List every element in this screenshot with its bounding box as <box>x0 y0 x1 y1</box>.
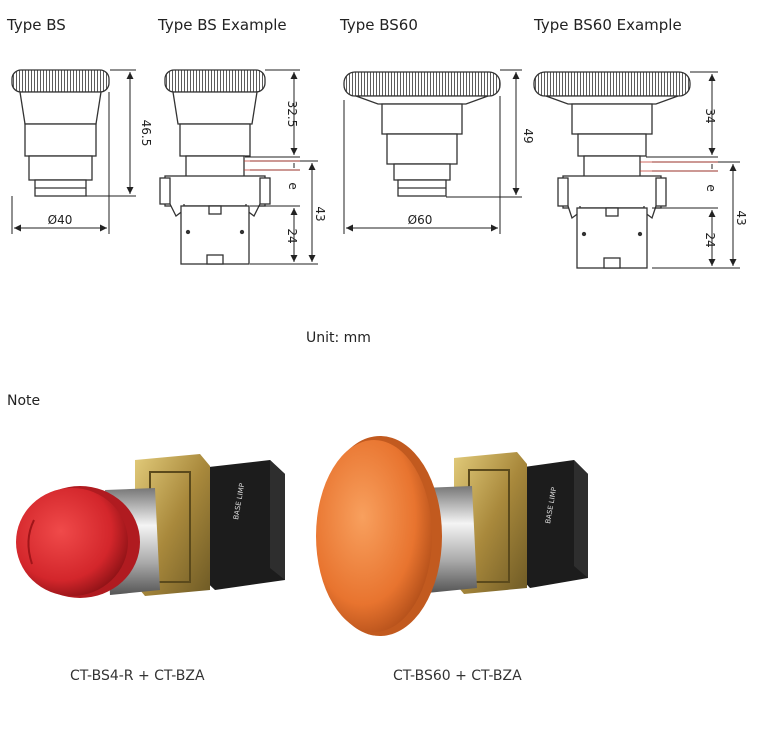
title-type-bs60: Type BS60 <box>340 16 418 34</box>
dim-bs60-height: 49 <box>521 128 535 143</box>
title-type-bs60-example: Type BS60 Example <box>534 16 682 34</box>
dim-bs-height: 46.5 <box>139 120 153 147</box>
dim-bs-diameter: Ø40 <box>48 213 73 227</box>
title-type-bs-example: Type BS Example <box>158 16 287 34</box>
note-label: Note <box>7 393 41 409</box>
dim-bs-ex-total: 43 <box>313 206 327 221</box>
dim-bs-ex-top: 32.5 <box>285 101 299 128</box>
drawing-type-bs <box>11 69 110 197</box>
dimension-drawings: 46.5 Ø40 32.5 e 24 43 <box>11 69 748 269</box>
caption-ct-bs60: CT-BS60 + CT-BZA <box>393 668 522 684</box>
dim-bs60-ex-total: 43 <box>734 210 748 225</box>
drawing-type-bs60 <box>343 71 501 197</box>
photo-orange-mushroom-button: BASE LIMP <box>316 436 588 636</box>
dim-bs-ex-e: e <box>286 182 300 189</box>
dim-bs60-ex-bottom: 24 <box>703 232 717 247</box>
title-type-bs: Type BS <box>7 16 66 34</box>
drawing-type-bs60-example <box>533 71 691 269</box>
dim-bs60-ex-top: 34 <box>703 108 717 123</box>
caption-ct-bs4-r: CT-BS4-R + CT-BZA <box>70 668 205 684</box>
dim-bs60-ex-e: e <box>704 184 718 191</box>
photo-red-mushroom-button: BASE LIMP <box>16 454 285 598</box>
drawing-type-bs-example <box>159 69 271 265</box>
unit-label: Unit: mm <box>306 330 371 346</box>
dim-bs-ex-bottom: 24 <box>285 228 299 243</box>
dim-bs60-diameter: Ø60 <box>408 213 433 227</box>
